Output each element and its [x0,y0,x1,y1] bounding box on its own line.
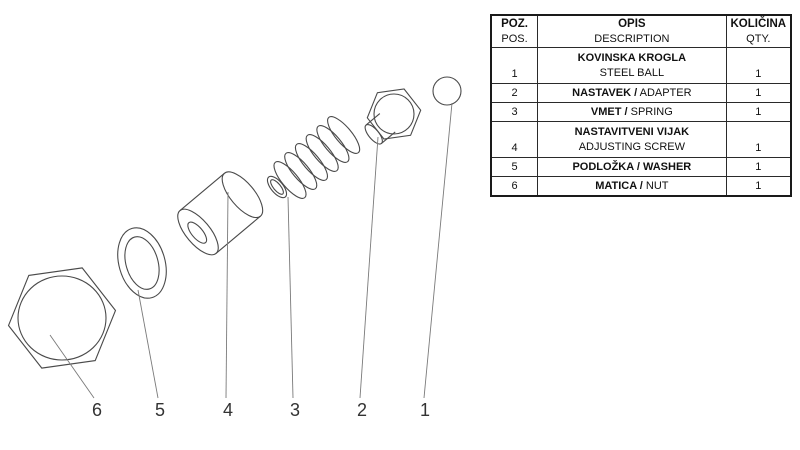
pos-cell: 4 [490,121,539,159]
callout-1: 1 [420,400,430,420]
spring-end-coil [266,175,288,199]
desc-sl: NASTAVITVENI VIJAK [574,126,690,139]
qty-cell: 1 [725,176,792,197]
table-row: 4 NASTAVITVENI VIJAK ADJUSTING SCREW 1 [490,121,792,159]
header-desc-sl: OPIS [618,18,646,30]
pos-cell: 2 [490,83,539,104]
steel-ball-drawing [432,76,462,106]
desc-cell: KOVINSKA KROGLA STEEL BALL [537,47,727,85]
spring-drawing [273,116,361,199]
table-row: 6 MATICA / NUT 1 [490,176,792,197]
callout-3: 3 [290,400,300,420]
qty-cell: 1 [725,121,792,159]
header-pos: POZ. POS. [490,14,539,49]
desc-sl: NASTAVEK / [572,87,638,100]
header-desc: OPIS DESCRIPTION [537,14,727,49]
desc-cell: VMET / SPRING [537,102,727,123]
table-row: 1 KOVINSKA KROGLA STEEL BALL 1 [490,47,792,85]
callout-6: 6 [92,400,102,420]
header-qty-sl: KOLIČINA [730,18,787,30]
desc-en: STEEL BALL [599,66,665,79]
pos-cell: 6 [490,176,539,197]
qty-cell: 1 [725,47,792,85]
callout-labels: 6 5 4 3 2 1 [92,400,430,420]
adjusting-screw-drawing [177,171,264,256]
desc-cell: MATICA / NUT [537,176,727,197]
table-header-row: POZ. POS. OPIS DESCRIPTION KOLIČINA QTY. [490,14,792,49]
diagram-svg: 6 5 4 3 2 1 [7,76,462,420]
table-row: 2 NASTAVEK / ADAPTER 1 [490,83,792,104]
table-row: 3 VMET / SPRING 1 [490,102,792,123]
desc-cell: PODLOŽKA / WASHER [537,157,727,178]
desc-en: NUT [642,180,669,193]
desc-sl: KOVINSKA KROGLA [577,52,687,65]
desc-en: SPRING [627,106,673,119]
header-qty: KOLIČINA QTY. [725,14,792,49]
callout-5: 5 [155,400,165,420]
desc-en: ADAPTER [637,87,692,100]
desc-sl: PODLOŽKA / WASHER [572,161,692,174]
header-pos-sl: POZ. [501,18,528,30]
pos-cell: 1 [490,47,539,85]
hex-nut-drawing [7,267,117,369]
parts-table: POZ. POS. OPIS DESCRIPTION KOLIČINA QTY.… [490,14,792,198]
desc-en: ADJUSTING SCREW [578,140,686,153]
desc-sl: MATICA / [595,180,643,193]
pos-cell: 3 [490,102,539,123]
header-desc-en: DESCRIPTION [594,32,670,45]
desc-cell: NASTAVITVENI VIJAK ADJUSTING SCREW [537,121,727,159]
washer-drawing [117,227,167,299]
adapter-drawing [364,88,422,145]
header-qty-en: QTY. [746,32,771,45]
qty-cell: 1 [725,157,792,178]
header-pos-en: POS. [501,32,528,45]
callout-4: 4 [223,400,233,420]
pos-cell: 5 [490,157,539,178]
callout-2: 2 [357,400,367,420]
exploded-view-diagram: 6 5 4 3 2 1 [7,76,462,420]
leader-lines [49,102,453,399]
desc-cell: NASTAVEK / ADAPTER [537,83,727,104]
qty-cell: 1 [725,102,792,123]
desc-sl: VMET / [590,106,628,119]
qty-cell: 1 [725,83,792,104]
table-row: 5 PODLOŽKA / WASHER 1 [490,157,792,178]
